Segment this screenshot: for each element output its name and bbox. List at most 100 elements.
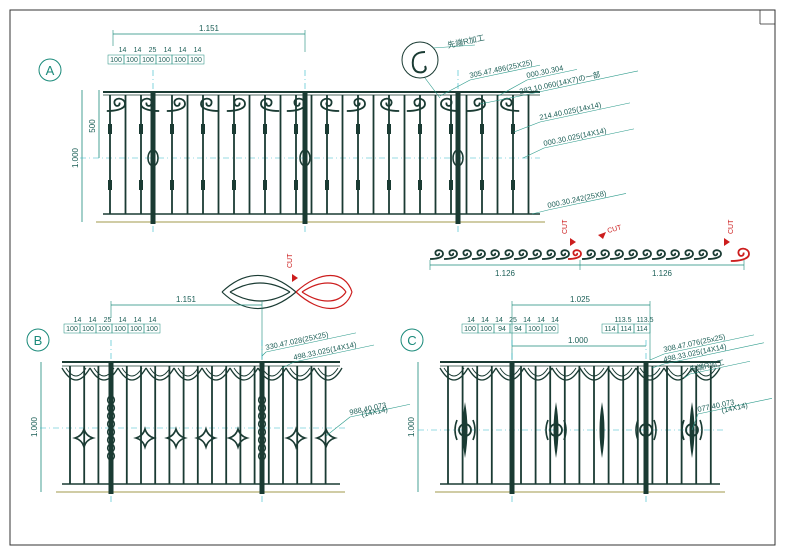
scroll-frieze: [106, 97, 520, 112]
ring-ornament: [458, 423, 472, 437]
leaf-spike: [553, 402, 559, 458]
leader-line: [479, 95, 521, 105]
ring-ornament: [685, 423, 699, 437]
pitch-value: 14: [495, 317, 503, 324]
baluster-collar: [449, 124, 453, 134]
leader-line: [649, 353, 665, 361]
baluster-collar: [418, 124, 422, 134]
height-upper: 500: [88, 119, 97, 133]
post: [150, 92, 156, 224]
scroll-motif: [226, 97, 246, 112]
baluster-collar: [232, 180, 236, 190]
pitch-value: 14: [74, 317, 82, 324]
diamond-ornament: [72, 426, 96, 450]
baluster-collar: [263, 180, 267, 190]
arch-frieze: [439, 367, 721, 381]
pitch-value: 100: [98, 326, 110, 333]
scroll-motif: [457, 249, 472, 260]
pitch-value: 100: [528, 326, 540, 333]
pitch-value: 100: [146, 326, 158, 333]
scroll-motif: [106, 97, 126, 112]
scroll-side: [454, 419, 476, 441]
diamond-ornament: [314, 426, 338, 450]
leader-underline: [349, 403, 411, 418]
pitch-value: 113.5: [615, 317, 632, 324]
diamond-ornaments: [72, 426, 338, 450]
pitch-value: 14: [179, 47, 187, 54]
part-number: 先端R加工: [688, 357, 725, 374]
arch: [495, 367, 525, 381]
leader-line: [513, 121, 541, 133]
post-knuckle: [299, 149, 311, 167]
pitch-value: 113.5: [637, 317, 654, 324]
drawing-border: [9, 9, 776, 546]
cut-label-left: CUT: [562, 219, 569, 234]
leader-line: [651, 363, 665, 369]
cut-marker: [292, 274, 298, 282]
leader-underline: [526, 69, 578, 81]
pitch-value: 94: [498, 326, 506, 333]
baluster-collar: [294, 124, 298, 134]
arch: [145, 367, 175, 381]
diamond-ornament: [194, 426, 218, 450]
arch-inner: [695, 367, 717, 377]
pitch-value: 14: [537, 317, 545, 324]
twisted-bar-segment: [106, 451, 116, 461]
scroll-span-left: 1.126: [495, 269, 516, 278]
detail-leader: [432, 44, 476, 49]
baluster-collar: [480, 180, 484, 190]
scroll-motif: [665, 249, 680, 260]
ring-ornament: [639, 423, 653, 437]
pitch-value: 14: [134, 317, 142, 324]
arch-inner: [443, 367, 465, 377]
pitch-value: 14: [551, 317, 559, 324]
baluster-collar: [108, 124, 112, 134]
arch-inner: [499, 367, 521, 377]
scroll-motif: [693, 249, 708, 260]
arch-inner: [177, 367, 199, 377]
baluster-collar: [201, 180, 205, 190]
label-a: A: [46, 63, 55, 78]
arch: [467, 367, 497, 381]
leader-line: [683, 373, 691, 379]
diamond-ornament: [133, 426, 157, 450]
leader-line: [281, 361, 295, 369]
arch: [607, 367, 637, 381]
scroll-motif: [140, 97, 160, 112]
pitch-value: 100: [158, 57, 170, 64]
scroll-motif-cut: [730, 247, 750, 262]
part-callouts: 305.47.486(25X25)000.30.304283.10.060(14…: [439, 58, 639, 215]
arch-inner: [471, 367, 493, 377]
scroll-motif: [581, 249, 596, 260]
baluster-collar: [139, 124, 143, 134]
arch: [523, 367, 553, 381]
scroll-motif: [541, 249, 556, 260]
scroll-motif: [320, 97, 340, 112]
baluster-group: [447, 340, 712, 505]
twist-cut-detail: CUT: [221, 253, 353, 310]
leader-line: [439, 79, 471, 97]
baluster-collar: [201, 124, 205, 134]
post: [302, 92, 308, 224]
baluster-group: [108, 70, 530, 235]
leader-line: [261, 351, 267, 357]
pitch-value: 100: [174, 57, 186, 64]
pitch-value: 100: [130, 326, 142, 333]
baluster-collar: [325, 124, 329, 134]
arch: [201, 367, 231, 381]
pitch-value: 14: [119, 47, 127, 54]
arch: [439, 367, 469, 381]
label-circle-b: [26, 328, 50, 352]
baluster-collar: [511, 124, 515, 134]
pitch-value: 14: [164, 47, 172, 54]
scroll-motif: [651, 249, 666, 260]
arch-inner: [93, 367, 115, 377]
leaf-spike: [599, 402, 605, 458]
baluster-collar: [449, 180, 453, 190]
pitch-value: 100: [114, 326, 126, 333]
pitch-value: 14: [134, 47, 142, 54]
scroll-motif: [485, 249, 500, 260]
